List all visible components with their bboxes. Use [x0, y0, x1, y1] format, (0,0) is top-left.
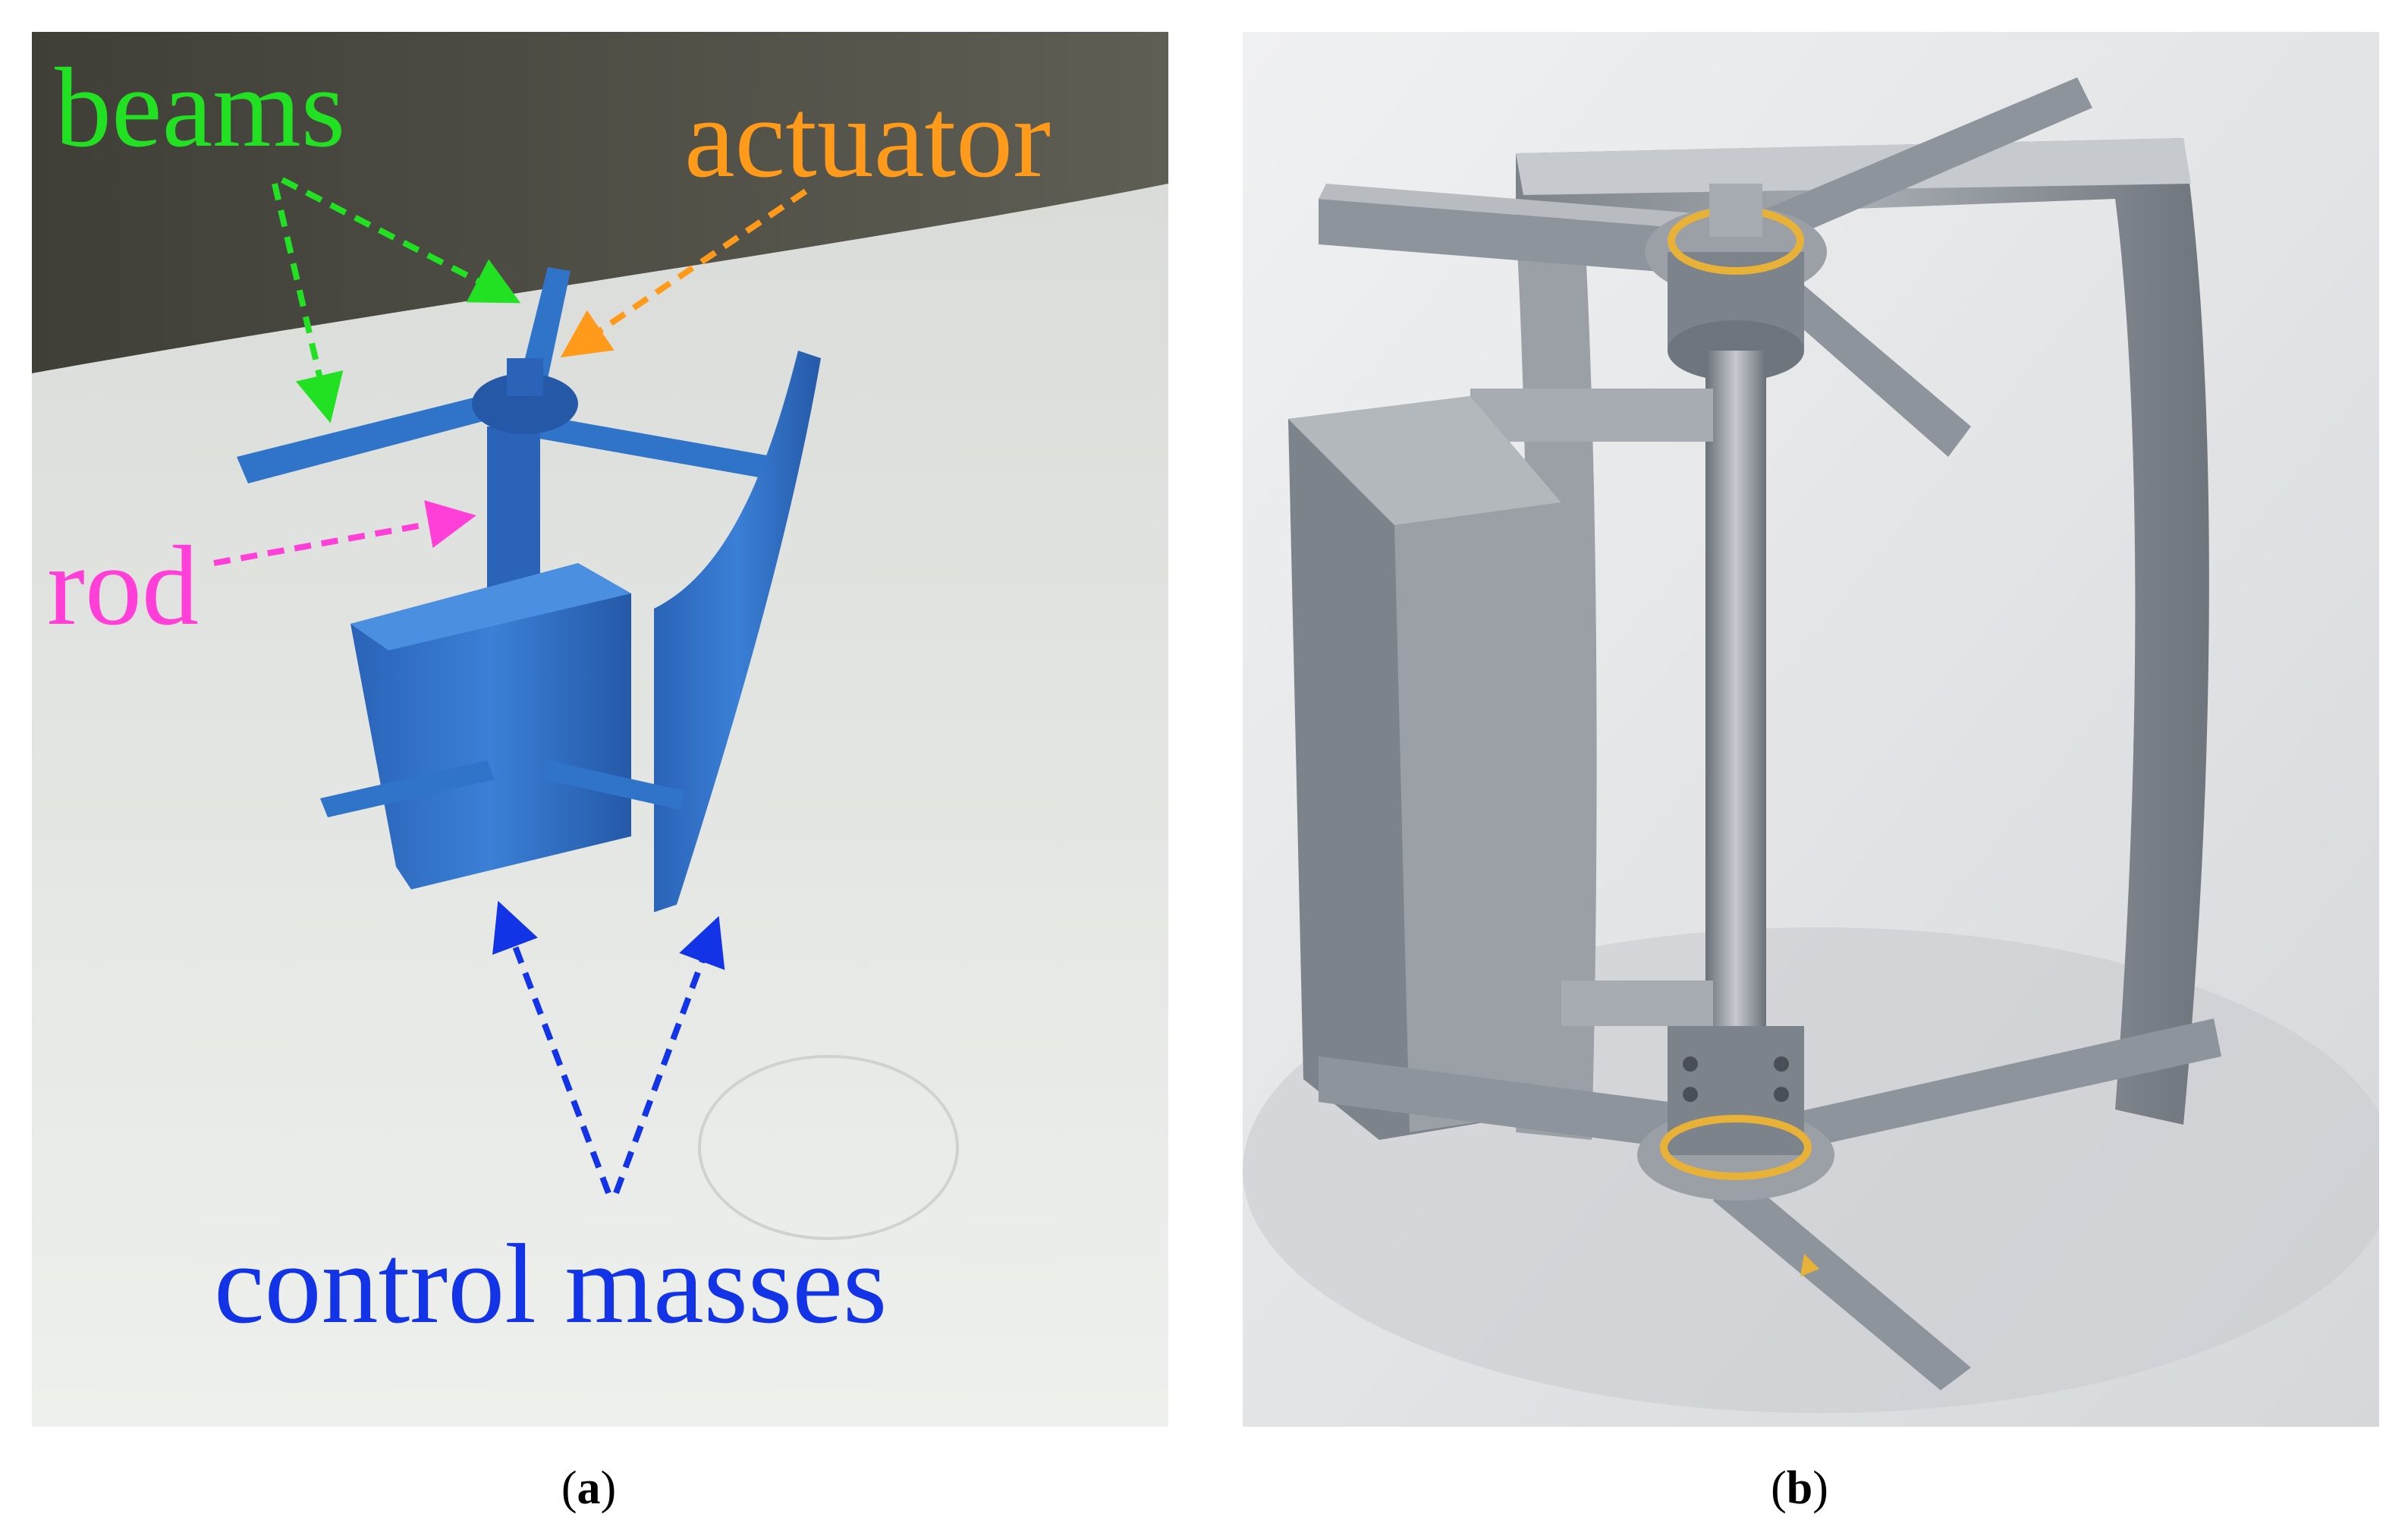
top-beam-back [1736, 77, 2092, 252]
cad-panel-b [1243, 32, 2379, 1427]
caption-a: (a) [561, 1462, 617, 1514]
bottom-bearing [1660, 1115, 1812, 1180]
control-masses-arrows [492, 901, 725, 1195]
cad-render [1243, 32, 2379, 1427]
bottom-beam-left [1319, 1056, 1728, 1155]
label-rod: rod [47, 523, 199, 649]
actuator-arrow [560, 188, 808, 357]
table-smudge [698, 1055, 959, 1240]
photo-panel-a: beams actuator rod control masses [32, 32, 1168, 1427]
top-beam-right [1759, 260, 1971, 457]
label-control-masses: control masses [214, 1221, 887, 1347]
bottom-beam-front [1713, 1170, 1971, 1390]
caption-b: (b) [1771, 1462, 1828, 1514]
rod [1705, 351, 1766, 1072]
top-beam-left [1319, 199, 1698, 275]
right-curved-mass [1516, 138, 2209, 1125]
rod-arrow [213, 500, 476, 566]
wall-background [32, 32, 1168, 373]
prototype-photo: beams actuator rod control masses [32, 32, 1168, 1427]
beams-arrows [272, 177, 521, 423]
printed-model [237, 267, 821, 912]
label-actuator: actuator [684, 75, 1051, 201]
label-beams: beams [55, 45, 345, 171]
bottom-beam-right [1774, 1018, 2221, 1155]
